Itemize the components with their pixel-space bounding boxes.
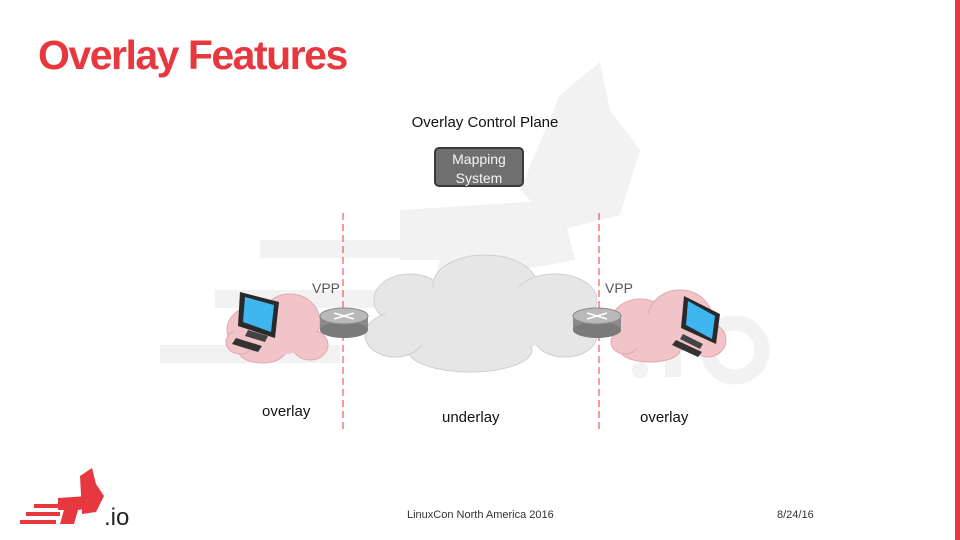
mapping-system-box: Mapping System	[434, 147, 524, 187]
right-overlay-label: overlay	[640, 409, 689, 426]
mapping-system-line1: Mapping	[452, 151, 506, 167]
right-computer-icon	[672, 296, 720, 357]
right-vpp-label: VPP	[605, 280, 634, 296]
left-overlay-label: overlay	[262, 403, 311, 420]
footer-event: LinuxCon North America 2016	[407, 509, 554, 521]
underlay-cloud-fill	[385, 284, 575, 352]
left-computer-icon	[232, 292, 279, 352]
underlay-label: underlay	[442, 409, 500, 426]
left-router-icon	[319, 307, 369, 338]
footer-date: 8/24/16	[777, 509, 814, 521]
mapping-system-line2: System	[455, 170, 503, 186]
control-plane-label: Overlay Control Plane	[411, 114, 559, 131]
right-router-icon	[572, 307, 622, 338]
fd-io-logo-icon	[20, 468, 104, 524]
logo-suffix: .io	[104, 504, 130, 531]
accent-bar	[955, 0, 960, 540]
slide-title: Overlay Features	[38, 32, 348, 78]
left-vpp-label: VPP	[312, 280, 341, 296]
